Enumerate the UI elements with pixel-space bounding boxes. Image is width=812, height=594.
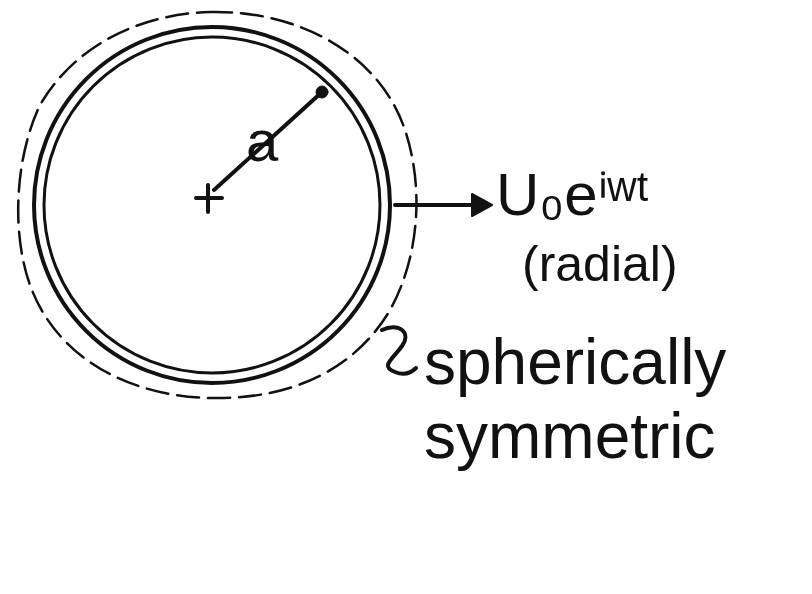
radius-label: a (246, 108, 278, 175)
direction-note: (radial) (522, 236, 678, 294)
velocity-label: U₀eⁱʷᵗ (496, 160, 650, 229)
symmetry-note: spherically symmetric (424, 326, 804, 473)
